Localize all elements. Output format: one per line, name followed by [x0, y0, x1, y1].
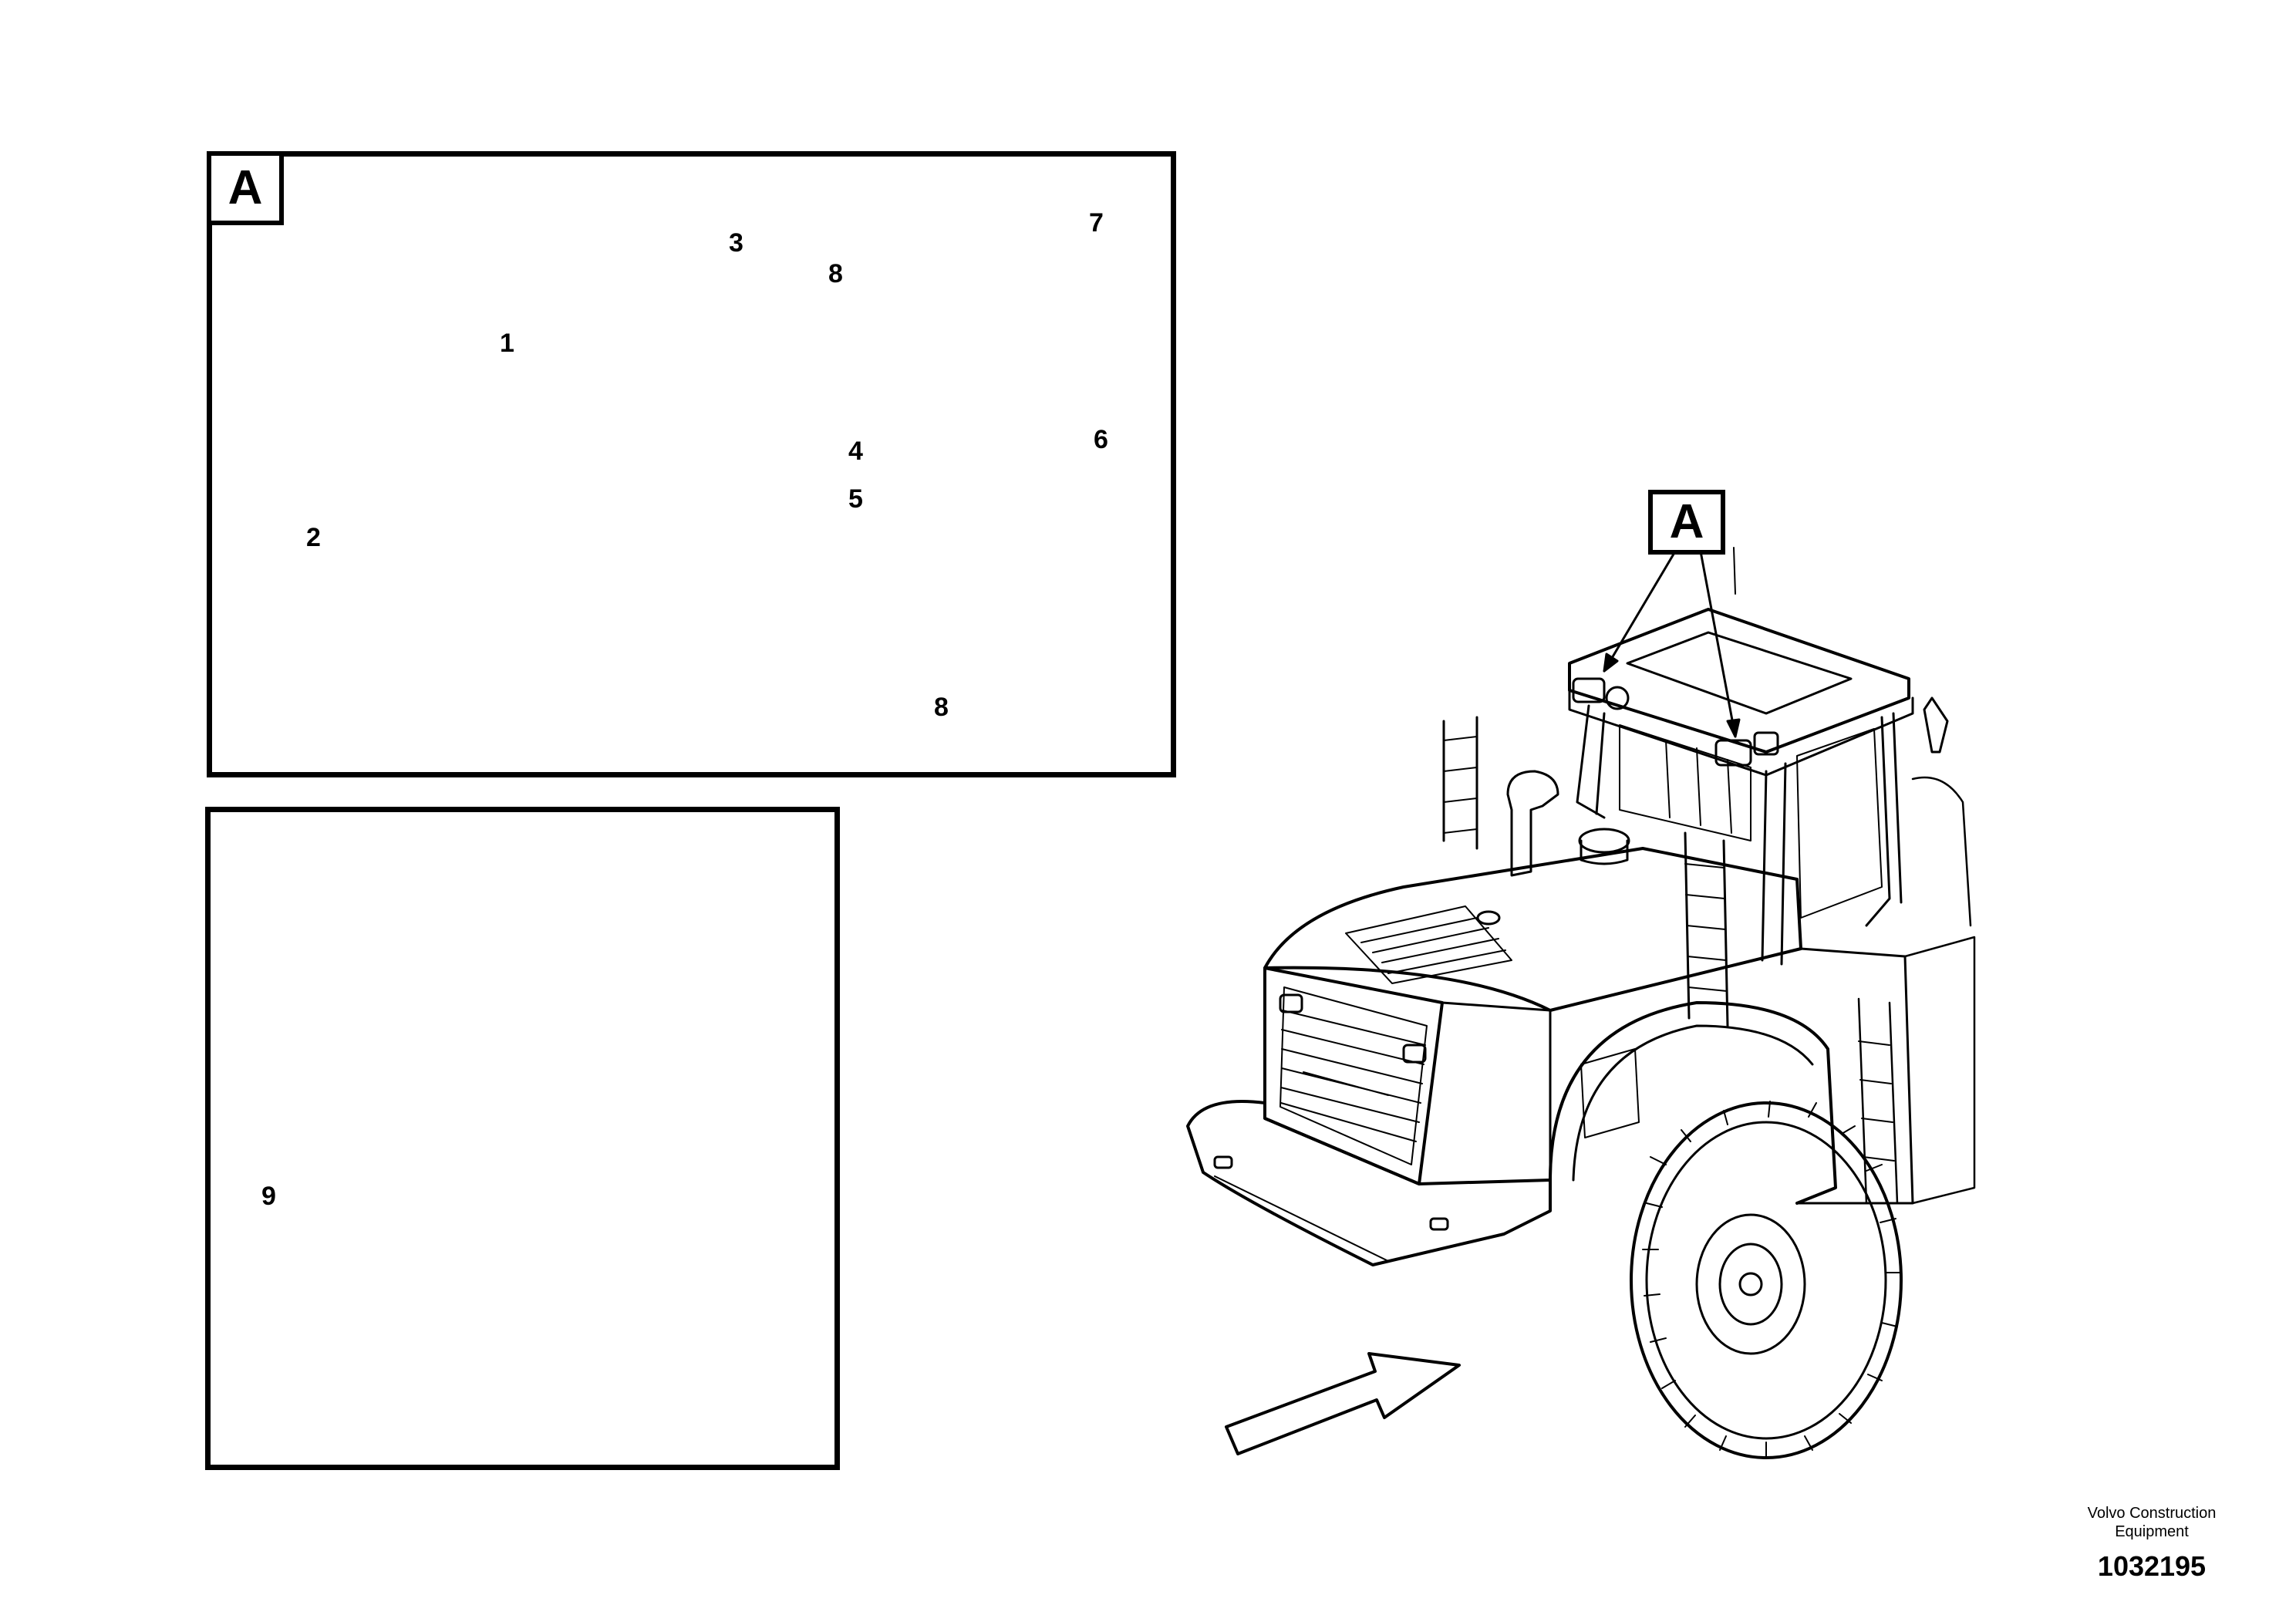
- callout-6: 6: [1094, 425, 1108, 454]
- callout-5: 5: [848, 484, 863, 514]
- company-name: Volvo Construction Equipment: [2036, 1504, 2267, 1541]
- callout-4: 4: [848, 437, 863, 466]
- detail-label: A: [228, 161, 263, 214]
- detail-panel-lamp: [207, 151, 1176, 777]
- detail-label-machine: A: [1669, 495, 1704, 548]
- callout-8-bottom: 8: [934, 693, 949, 722]
- callout-8-top: 8: [828, 259, 843, 288]
- detail-label-box-machine: A: [1648, 490, 1725, 555]
- callout-9: 9: [261, 1182, 276, 1211]
- detail-panel-relay-board: [205, 807, 840, 1470]
- callout-2: 2: [306, 523, 321, 552]
- callout-3: 3: [729, 228, 743, 258]
- callout-7: 7: [1089, 208, 1104, 238]
- detail-label-box-panel: A: [207, 151, 284, 225]
- drawing-number: 1032195: [2097, 1550, 2207, 1582]
- company-name-line2: Equipment: [2115, 1523, 2189, 1540]
- callout-1: 1: [500, 329, 514, 358]
- view-direction-arrow: [1225, 1352, 1461, 1455]
- wheel-loader: [1186, 546, 1976, 1459]
- company-name-line1: Volvo Construction: [2087, 1505, 2217, 1522]
